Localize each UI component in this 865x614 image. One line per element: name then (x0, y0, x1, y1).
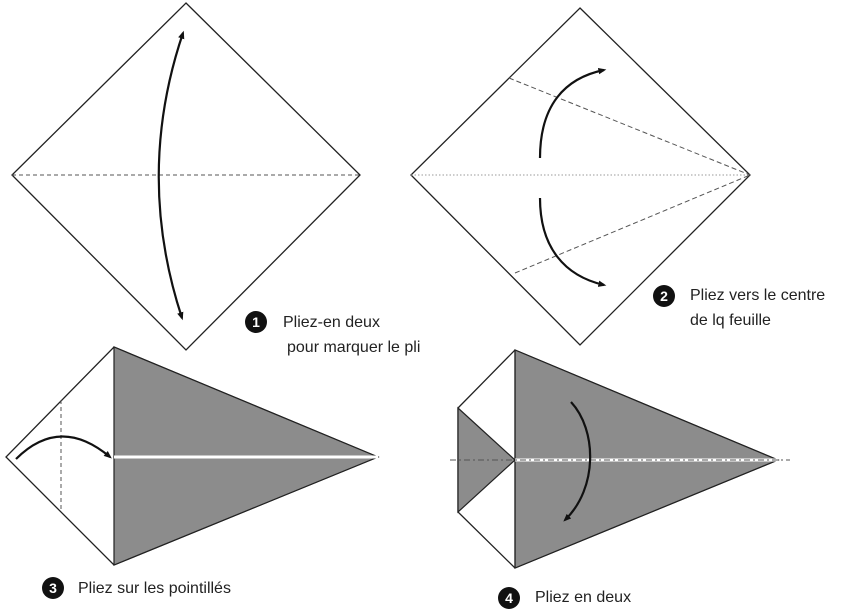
step-1-number-badge: 1 (245, 311, 267, 333)
fold-arrow-down-icon (563, 401, 592, 522)
lower-fold-line (514, 174, 751, 274)
paper-square-diamond (11, 2, 361, 351)
step-2-caption-line-1: Pliez vers le centre (690, 287, 826, 304)
step-1-caption-line-2: pour marquer le pli (287, 339, 421, 356)
shaded-lower-wing (514, 459, 779, 569)
step-4-diagram (450, 349, 790, 569)
step-4-number-badge: 4 (498, 587, 520, 609)
shaded-nose-flap (457, 406, 516, 514)
fold-arrow-right-icon (15, 435, 112, 460)
step-1-caption-line-1: Pliez-en deux (283, 314, 380, 331)
step-3-diagram (5, 346, 380, 566)
step-3-number-badge: 3 (42, 577, 64, 599)
shaded-upper-flap (113, 346, 379, 458)
step-2-caption-line-2: de lq feuille (690, 312, 771, 329)
step-2-diagram (410, 7, 751, 346)
shaded-lower-flap (113, 456, 379, 566)
paper-square-diamond (410, 7, 751, 346)
step-3-caption: Pliez sur les pointillés (78, 580, 231, 597)
step-4-caption: Pliez en deux (535, 589, 632, 606)
shaded-upper-wing (514, 349, 779, 461)
step-2-number-badge: 2 (653, 285, 675, 307)
upper-fold-line (508, 77, 751, 176)
fold-arrow-down-icon (538, 197, 607, 287)
double-arrow-icon (157, 30, 185, 321)
step-1-diagram (11, 2, 361, 351)
fold-arrow-up-icon (538, 67, 607, 159)
